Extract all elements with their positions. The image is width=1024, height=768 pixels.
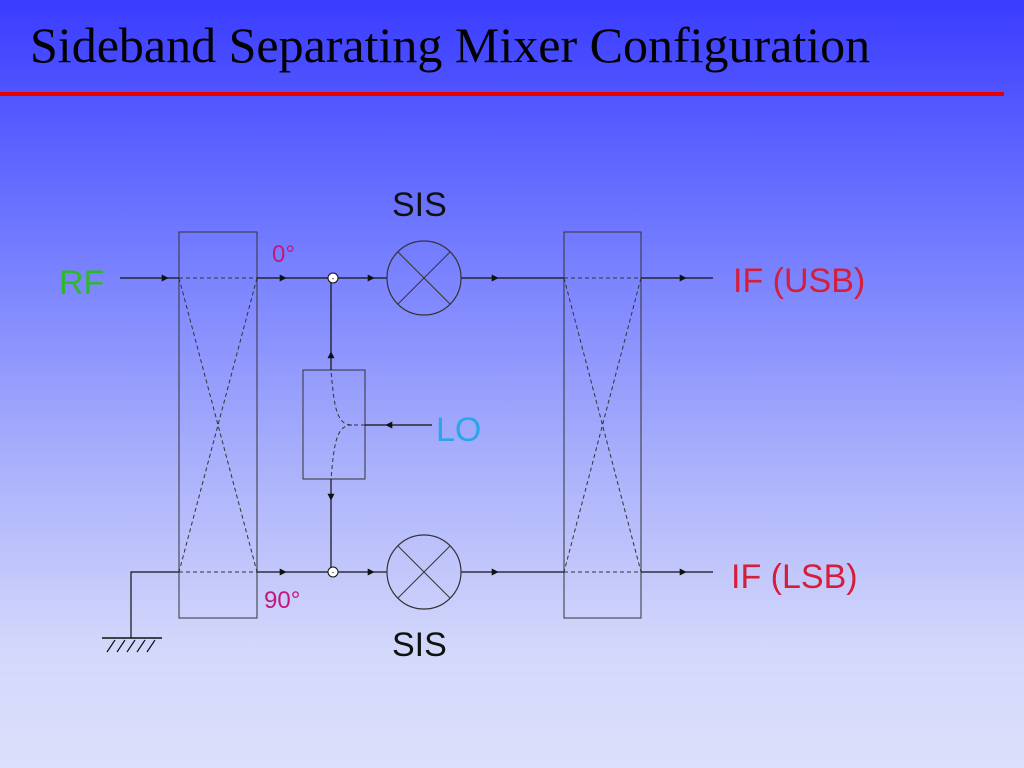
sis-mixer-bottom	[386, 534, 462, 610]
ground-termination	[102, 571, 179, 653]
title-underline	[0, 92, 1004, 96]
slide-title: Sideband Separating Mixer Configuration	[30, 17, 871, 73]
phase-0-label: 0°	[272, 241, 295, 268]
sis-mixer-top	[386, 240, 462, 316]
if-usb-label: IF (USB)	[733, 262, 865, 300]
if-lsb-label: IF (LSB)	[731, 558, 858, 596]
sis-bottom-label: SIS	[392, 626, 447, 664]
junction-node-top: -	[327, 272, 339, 284]
output-hybrid-coupler	[563, 231, 642, 619]
svg-text:-: -	[332, 274, 335, 283]
lo-power-splitter	[302, 369, 366, 480]
phase-90-label: 90°	[264, 587, 300, 614]
lo-label: LO	[436, 411, 481, 449]
sis-top-label: SIS	[392, 186, 447, 224]
rf-label: RF	[59, 264, 104, 302]
input-hybrid-coupler	[178, 231, 258, 619]
svg-text:-: -	[332, 568, 335, 577]
junction-node-bottom: -	[327, 566, 339, 578]
